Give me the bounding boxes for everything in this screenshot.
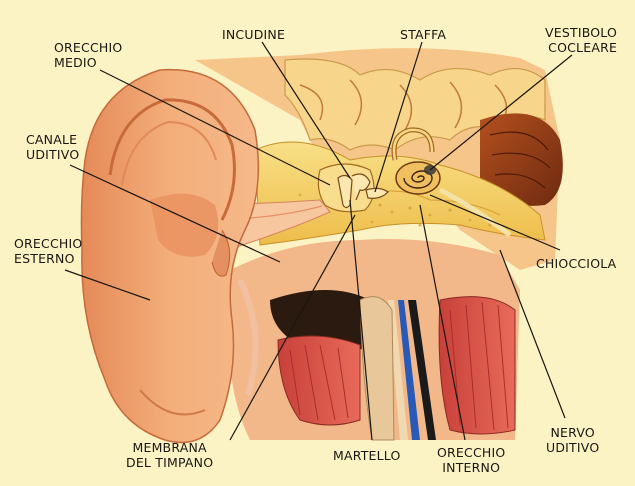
label-incudine: INCUDINE <box>222 27 285 42</box>
label-staffa: STAFFA <box>400 27 446 42</box>
label-orecchio-esterno: ORECCHIO ESTERNO <box>14 236 82 266</box>
label-martello: MARTELLO <box>333 448 401 463</box>
pinna <box>81 70 258 443</box>
label-orecchio-interno: ORECCHIO INTERNO <box>437 445 505 475</box>
label-canale-uditivo: CANALE UDITIVO <box>26 132 79 162</box>
label-vestibolo-cocleare: VESTIBOLO COCLEARE <box>545 25 617 55</box>
label-membrana-del-timpano: MEMBRANA DEL TIMPANO <box>126 440 213 470</box>
label-nervo-uditivo: NERVO UDITIVO <box>546 425 599 455</box>
label-chiocciola: CHIOCCIOLA <box>536 256 616 271</box>
label-orecchio-medio: ORECCHIO MEDIO <box>54 40 122 70</box>
